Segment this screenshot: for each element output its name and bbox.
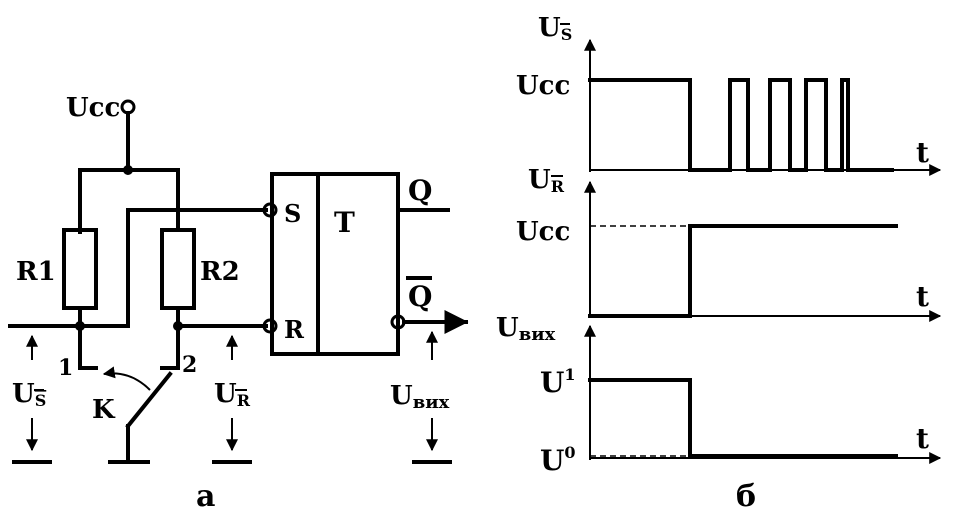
plot-out-high-label: U1 — [540, 365, 576, 399]
switch-label: K — [92, 395, 116, 425]
resistor-r2 — [160, 228, 196, 310]
q-bar-output-label: Q — [408, 280, 432, 313]
s-input-terminal — [262, 202, 278, 218]
signal-r-trace — [588, 224, 898, 318]
us-label: US — [12, 379, 46, 410]
switch-blade — [125, 371, 173, 429]
contact-2-label: 2 — [182, 352, 197, 378]
contact-1-wire — [78, 324, 98, 370]
s-input-label: S — [284, 199, 301, 228]
signal-s-trace — [588, 78, 894, 172]
top-bus-wire — [78, 168, 180, 234]
q-output-label: Q — [408, 174, 432, 207]
switch-arrow — [102, 366, 151, 391]
plot-r-y-label: UR — [528, 165, 565, 196]
circuit-caption: а — [196, 479, 215, 514]
plot-r-level-label: Ucc — [516, 217, 570, 247]
contact-1-label: 1 — [58, 355, 73, 381]
plot-s-level-label: Ucc — [516, 71, 570, 101]
trigger-label: T — [334, 206, 355, 239]
uout-label: Uвих — [390, 381, 450, 413]
plot-out-time-label: t — [916, 422, 929, 455]
plot-out-y-label: Uвих — [496, 313, 556, 345]
trigger-block — [270, 172, 400, 356]
timing-diagram: US Ucc t UR Ucc t Uвих U1 U0 t б — [496, 13, 942, 514]
timing-caption: б — [736, 479, 756, 514]
ur-label: UR — [214, 379, 251, 410]
r-input-label: R — [284, 315, 305, 344]
r-input-terminal — [262, 318, 278, 334]
vcc-label: Ucc — [66, 93, 120, 123]
s-wire — [78, 208, 268, 328]
r1-label: R1 — [16, 257, 56, 287]
contact-2-wire — [160, 324, 180, 370]
plot-out-low-label: U0 — [540, 443, 576, 477]
plot-r-time-label: t — [916, 280, 929, 313]
plot-s-time-label: t — [916, 136, 929, 169]
circuit-diagram: Ucc R1 R2 1 2 K US — [8, 93, 469, 514]
signal-out-trace — [588, 378, 898, 458]
resistor-r1 — [62, 228, 98, 310]
plot-s-y-label: US — [538, 13, 572, 44]
r2-label: R2 — [200, 257, 240, 287]
